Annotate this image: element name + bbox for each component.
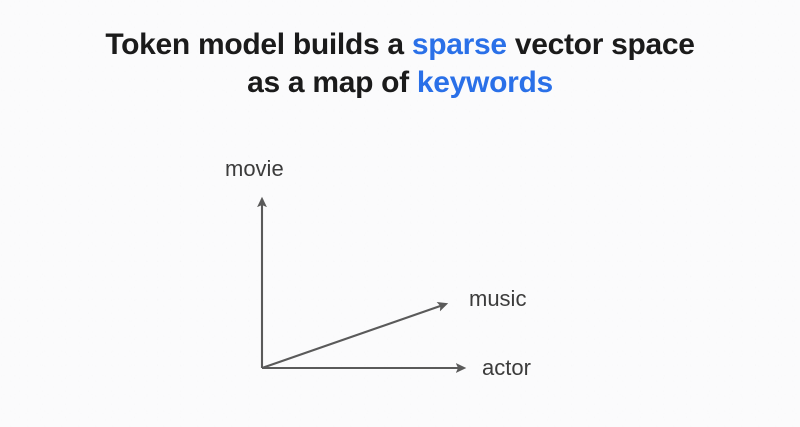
title-line-2-pre: as a map of [247, 66, 417, 99]
title-line-1-post: vector space [506, 28, 695, 61]
title-line-1: Token model builds a sparse vector space [0, 26, 800, 64]
title-accent-keywords: keywords [416, 66, 553, 99]
music-axis-line [261, 302, 449, 369]
title-line-1-pre: Token model builds a [105, 28, 412, 61]
page-title: Token model builds a sparse vector space… [0, 26, 800, 102]
axis-label-music: music [469, 286, 527, 311]
axis-label-movie: movie [225, 156, 284, 181]
axis-label-actor: actor [482, 355, 531, 380]
title-line-2: as a map of keywords [0, 64, 800, 102]
title-accent-sparse: sparse [411, 28, 507, 61]
